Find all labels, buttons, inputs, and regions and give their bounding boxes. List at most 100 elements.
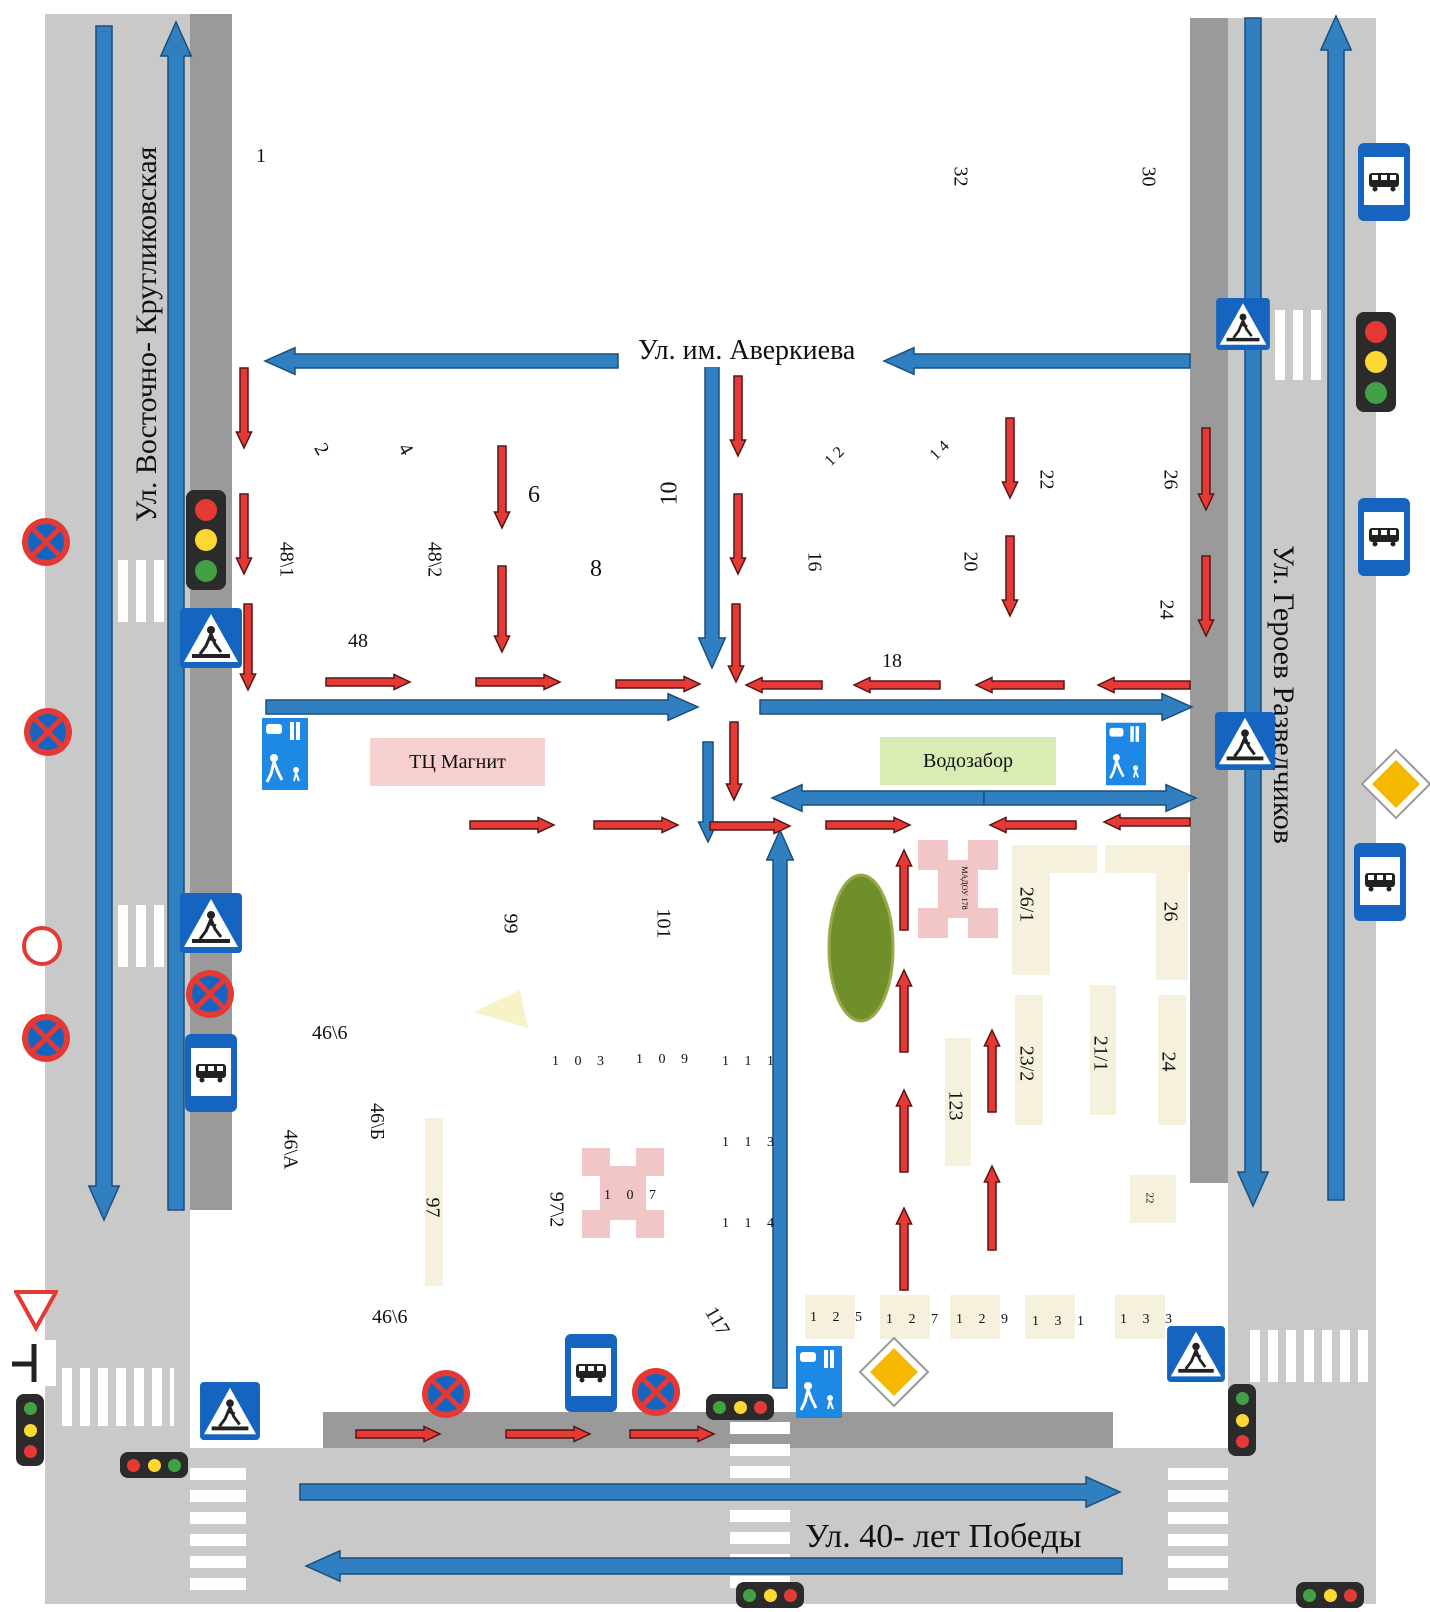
house-111: 1 1 1 xyxy=(722,1054,780,1069)
house-48-1: 48\1 xyxy=(275,541,298,578)
pedestrian-crossing-sign-icon xyxy=(1167,1326,1225,1382)
house-22: 22 xyxy=(1035,469,1058,490)
pedestrian-route-arrow xyxy=(825,816,912,834)
house-125: 1 2 5 xyxy=(810,1310,868,1325)
pedestrian-route-arrow xyxy=(895,1206,913,1291)
vehicle-flow-arrow xyxy=(1236,17,1270,1208)
street-south-label: Ул. 40- лет Победы xyxy=(805,1518,1082,1555)
vehicle-flow-arrow xyxy=(765,828,795,1389)
building-strip-top xyxy=(1012,845,1097,873)
residential-zone-sign-icon xyxy=(262,718,308,790)
house-20: 20 xyxy=(959,551,982,572)
pedestrian-route-arrow xyxy=(895,1088,913,1173)
street-east-label: Ул. Героев Разведчиков xyxy=(1267,545,1300,844)
pedestrian-route-arrow xyxy=(729,375,747,458)
pedestrian-crossing-sign-icon xyxy=(180,893,242,953)
pedestrian-route-arrow xyxy=(475,673,562,691)
mall-label: ТЦ Магнит xyxy=(409,750,506,773)
traffic-light-icon xyxy=(736,1582,804,1608)
house-127: 1 2 7 xyxy=(886,1312,944,1327)
house-16: 16 xyxy=(803,551,826,572)
traffic-light-icon xyxy=(186,490,226,590)
house-113: 1 1 3 xyxy=(722,1135,780,1150)
house-97-2: 97\2 xyxy=(545,1191,568,1228)
kindergarten-building-east: МАДОУ 178 xyxy=(918,840,998,938)
house-10: 10 xyxy=(656,481,683,506)
house-8: 8 xyxy=(590,556,602,582)
pedestrian-crossing-sign-icon xyxy=(200,1382,260,1440)
pedestrian-route-arrow xyxy=(1197,427,1215,512)
house-48-2: 48\2 xyxy=(423,541,446,578)
bus-stop-sign-icon xyxy=(185,1034,237,1112)
crosswalk-southeast xyxy=(1250,1330,1370,1382)
pedestrian-route-arrow xyxy=(235,493,253,576)
pedestrian-crossing-sign-icon xyxy=(180,608,242,668)
traffic-light-icon xyxy=(1296,1582,1364,1608)
house-6: 6 xyxy=(528,482,540,508)
building-26b xyxy=(1156,845,1188,980)
no-stopping-sign-icon xyxy=(632,1368,680,1416)
building-22b xyxy=(1130,1175,1176,1223)
no-stopping-sign-icon xyxy=(22,518,70,566)
kindergarten-label: МАДОУ 178 xyxy=(960,866,969,909)
vehicle-flow-arrow xyxy=(882,346,1191,376)
house-26-1: 26/1 xyxy=(1015,886,1038,923)
pedestrian-route-arrow xyxy=(988,816,1077,834)
house-26: 26 xyxy=(1159,469,1182,490)
no-stopping-sign-icon xyxy=(186,970,234,1018)
house-24b: 24 xyxy=(1157,1051,1180,1072)
triangle-marker xyxy=(474,990,528,1028)
priority-road-sign-icon xyxy=(1360,748,1430,820)
vehicle-flow-arrow xyxy=(759,692,1194,722)
house-46-6-bottom: 46\6 xyxy=(372,1306,408,1328)
pedestrian-route-arrow xyxy=(983,1028,1001,1113)
traffic-light-icon xyxy=(1356,312,1396,412)
house-48: 48 xyxy=(348,630,368,652)
house-114: 1 1 4 xyxy=(722,1216,780,1231)
pedestrian-route-arrow xyxy=(1197,555,1215,638)
vehicle-flow-arrow xyxy=(770,783,985,813)
pedestrian-route-arrow xyxy=(744,676,823,694)
kindergarten-building-west xyxy=(582,1148,664,1238)
building-127 xyxy=(880,1295,930,1339)
crosswalk-south-west xyxy=(190,1460,246,1590)
traffic-light-icon xyxy=(706,1394,774,1420)
house-21-1: 21/1 xyxy=(1089,1035,1112,1072)
pedestrian-route-arrow xyxy=(709,817,792,835)
pedestrian-route-arrow xyxy=(729,493,747,576)
house-103: 1 0 3 xyxy=(552,1054,610,1069)
vehicle-flow-arrow xyxy=(299,1475,1122,1509)
building-21-1 xyxy=(1090,985,1116,1115)
vehicle-flow-arrow xyxy=(697,365,727,670)
pedestrian-route-arrow xyxy=(493,565,511,654)
pedestrian-route-arrow xyxy=(355,1425,442,1443)
house-101: 101 xyxy=(652,908,675,939)
street-west-label: Ул. Восточно- Кругликовская xyxy=(130,146,163,522)
house-129: 1 2 9 xyxy=(956,1312,1014,1327)
vehicle-flow-arrow xyxy=(263,346,619,376)
house-107: 1 0 7 xyxy=(604,1188,662,1203)
priority-road-sign-icon xyxy=(858,1336,930,1408)
pedestrian-route-arrow xyxy=(235,367,253,450)
pedestrian-route-arrow xyxy=(1001,535,1019,618)
building-24b xyxy=(1158,995,1186,1125)
vehicle-flow-arrow xyxy=(304,1549,1123,1583)
building-131 xyxy=(1025,1295,1075,1339)
road-south xyxy=(45,1448,1376,1604)
bus-stop-sign-icon xyxy=(1358,143,1410,221)
pedestrian-crossing-sign-icon xyxy=(1216,298,1270,350)
house-22b: 22 xyxy=(1143,1192,1156,1204)
green-oval xyxy=(827,873,895,1023)
pedestrian-crossing-sign-icon xyxy=(1215,712,1275,770)
yield-sign-icon xyxy=(14,1290,58,1332)
pedestrian-route-arrow xyxy=(1102,813,1191,831)
pedestrian-route-arrow xyxy=(469,816,556,834)
traffic-light-icon xyxy=(16,1394,44,1466)
pedestrian-route-arrow xyxy=(725,721,743,802)
no-stopping-sign-icon xyxy=(24,708,72,756)
no-stopping-sign-icon xyxy=(422,1370,470,1418)
vehicle-flow-arrow xyxy=(265,692,700,722)
building-23-2 xyxy=(1015,995,1043,1125)
building-129 xyxy=(950,1295,1000,1339)
